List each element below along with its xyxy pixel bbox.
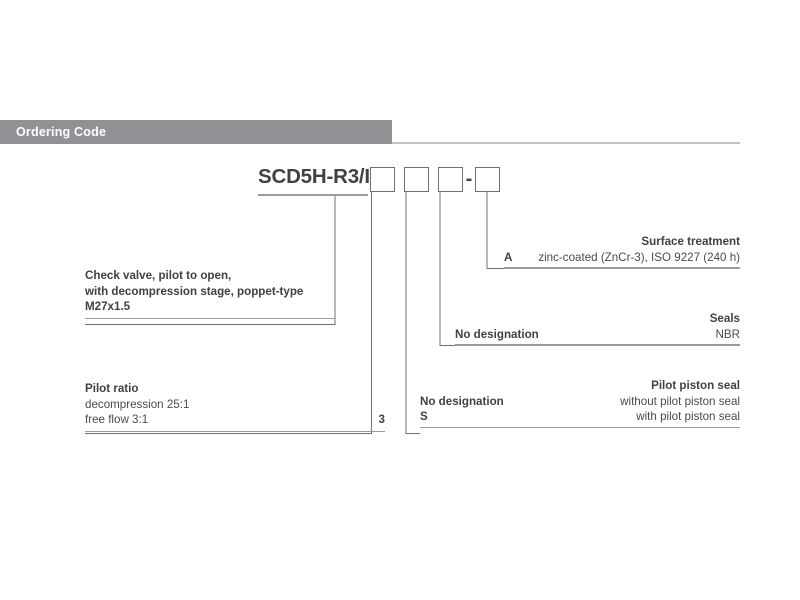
pilot-ratio-heading: Pilot ratio: [85, 382, 139, 395]
pilot-ratio-rule: [85, 430, 385, 433]
pilot-piston-seal-row-1: No designation without pilot piston seal: [420, 394, 740, 410]
section-title: Ordering Code: [16, 125, 107, 139]
pilot-piston-seal-heading: Pilot piston seal: [651, 379, 740, 392]
code-box-1[interactable]: [370, 167, 395, 192]
seals-block: Seals No designation NBR: [455, 311, 740, 346]
code-box-2[interactable]: [404, 167, 429, 192]
pilot-piston-seal-code-1: No designation: [420, 394, 504, 408]
pilot-piston-seal-row-2: S with pilot piston seal: [420, 409, 740, 425]
pilot-ratio-value-1: decompression 25:1: [85, 397, 190, 411]
seals-value: NBR: [715, 327, 740, 341]
surface-treatment-rule: [504, 267, 740, 269]
pilot-piston-seal-block: Pilot piston seal No designation without…: [420, 378, 740, 429]
ordering-code-underline: [258, 194, 368, 196]
leader-seals: [439, 192, 455, 347]
pilot-ratio-row-2: free flow 3:1 3: [85, 412, 385, 428]
pilot-ratio-value-2: free flow 3:1: [85, 413, 149, 426]
check-valve-line-3: M27x1.5: [85, 300, 131, 313]
surface-treatment-row: A zinc-coated (ZnCr-3), ISO 9227 (240 h): [504, 250, 740, 266]
check-valve-line-2: with decompression stage, poppet-type: [85, 284, 304, 298]
surface-treatment-heading: Surface treatment: [641, 235, 740, 248]
pilot-piston-seal-code-2: S: [420, 410, 428, 423]
code-box-4[interactable]: [475, 167, 500, 192]
seals-heading: Seals: [709, 312, 740, 325]
pilot-piston-seal-rule: [420, 426, 740, 429]
ordering-code-prefix: SCD5H-R3/I: [258, 165, 370, 188]
seals-row: No designation NBR: [455, 327, 740, 343]
seals-code: No designation: [455, 327, 539, 341]
pilot-piston-seal-value-2: with pilot piston seal: [636, 410, 740, 423]
surface-treatment-value: zinc-coated (ZnCr-3), ISO 9227 (240 h): [538, 250, 740, 264]
pilot-ratio-code-2: 3: [378, 413, 385, 426]
section-header: Ordering Code: [0, 120, 392, 144]
check-valve-block: Check valve, pilot to open, with decompr…: [85, 268, 335, 320]
pilot-ratio-row-1: decompression 25:1: [85, 397, 385, 413]
leader-pilot-piston-seal: [405, 192, 420, 435]
surface-treatment-code: A: [504, 250, 513, 264]
surface-treatment-block: Surface treatment A zinc-coated (ZnCr-3)…: [504, 234, 740, 269]
pilot-piston-seal-value-1: without pilot piston seal: [620, 394, 740, 408]
leader-surface-treatment: [486, 192, 504, 270]
code-box-3[interactable]: [438, 167, 463, 192]
pilot-ratio-block: Pilot ratio decompression 25:1 free flow…: [85, 381, 385, 433]
check-valve-rule: [85, 317, 335, 320]
check-valve-line-1: Check valve, pilot to open,: [85, 269, 232, 282]
seals-rule: [455, 344, 740, 346]
code-separator: -: [465, 168, 473, 190]
header-rule: [392, 142, 740, 144]
